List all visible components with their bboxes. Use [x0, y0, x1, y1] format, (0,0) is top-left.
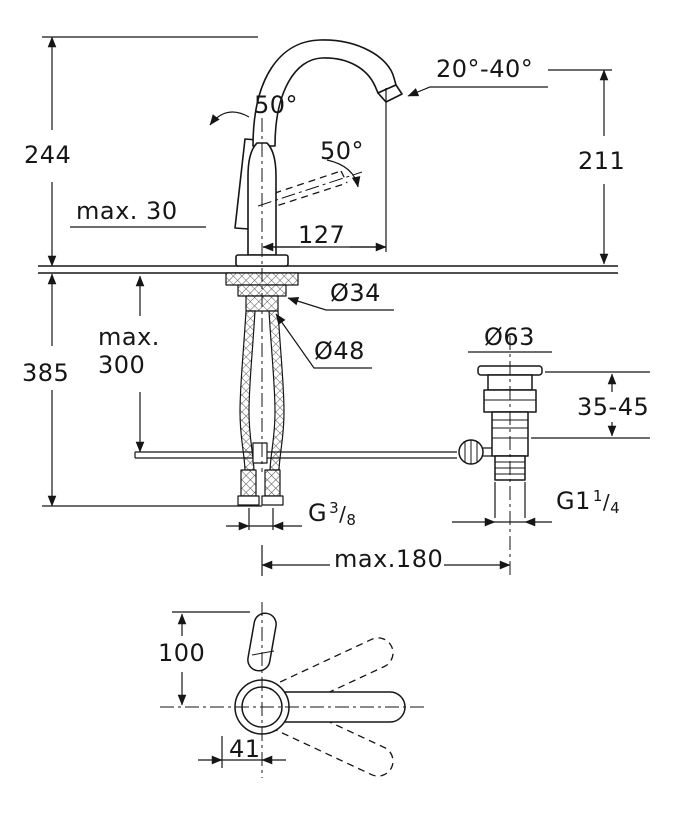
- dim-hose-length-value: 300: [98, 350, 146, 379]
- faucet-side-view: [38, 39, 618, 506]
- dim-max-deck-label: max. 30: [76, 197, 178, 225]
- hose-connector-left: [240, 469, 257, 497]
- supply-hose-right: [268, 310, 285, 471]
- waste-thread-denominator: 4: [610, 499, 621, 517]
- dimension-lines: [42, 36, 650, 768]
- waste-thread-numerator: 1: [592, 487, 603, 505]
- dia-flange-label: Ø63: [484, 323, 535, 351]
- dim-below-deck-label: 385: [22, 359, 70, 387]
- dim-outlet-height-label: 211: [578, 147, 626, 175]
- spout-swivel-dashed: [259, 637, 394, 777]
- dim-hose-length-label: max. 300: [98, 323, 160, 379]
- faucet-top-view: [234, 612, 406, 777]
- dim-handle-offset-label: 41: [229, 735, 261, 763]
- supply-thread-numerator: 3: [329, 499, 340, 517]
- angle-50-upper-label: 50°: [254, 91, 299, 119]
- angle-50-lower-label: 50°: [320, 137, 365, 165]
- center-lines: [160, 118, 511, 778]
- supply-thread-denominator: 8: [346, 511, 357, 529]
- hose-nut-left: [237, 495, 260, 506]
- waste-assembly: [458, 365, 543, 481]
- dim-handle-height-label: 100: [158, 639, 206, 667]
- waste-thread-prefix: G1: [556, 487, 591, 515]
- dim-deck-range-label: 35-45: [577, 393, 650, 421]
- dim-spout-reach-label: 127: [298, 221, 346, 249]
- handle-top-view: [247, 612, 277, 672]
- dia-shank-label: Ø34: [330, 279, 381, 307]
- dim-total-height-label: 244: [24, 141, 72, 169]
- spout-top-view: [261, 691, 406, 723]
- faucet-spout: [252, 39, 397, 147]
- supply-thread-prefix: G: [308, 499, 328, 527]
- hose-connector-right: [264, 469, 281, 497]
- pop-up-rod: [134, 442, 457, 464]
- hose-nut-right: [261, 495, 284, 506]
- dim-hose-length-prefix: max.: [98, 323, 160, 351]
- supply-thread-slash: /: [339, 502, 347, 526]
- dim-max-distance-label: max.180: [334, 545, 444, 573]
- waste-thread-slash: /: [602, 490, 611, 514]
- angle-20-40-label: 20°-40°: [436, 55, 534, 83]
- dia-base-label: Ø48: [314, 337, 365, 365]
